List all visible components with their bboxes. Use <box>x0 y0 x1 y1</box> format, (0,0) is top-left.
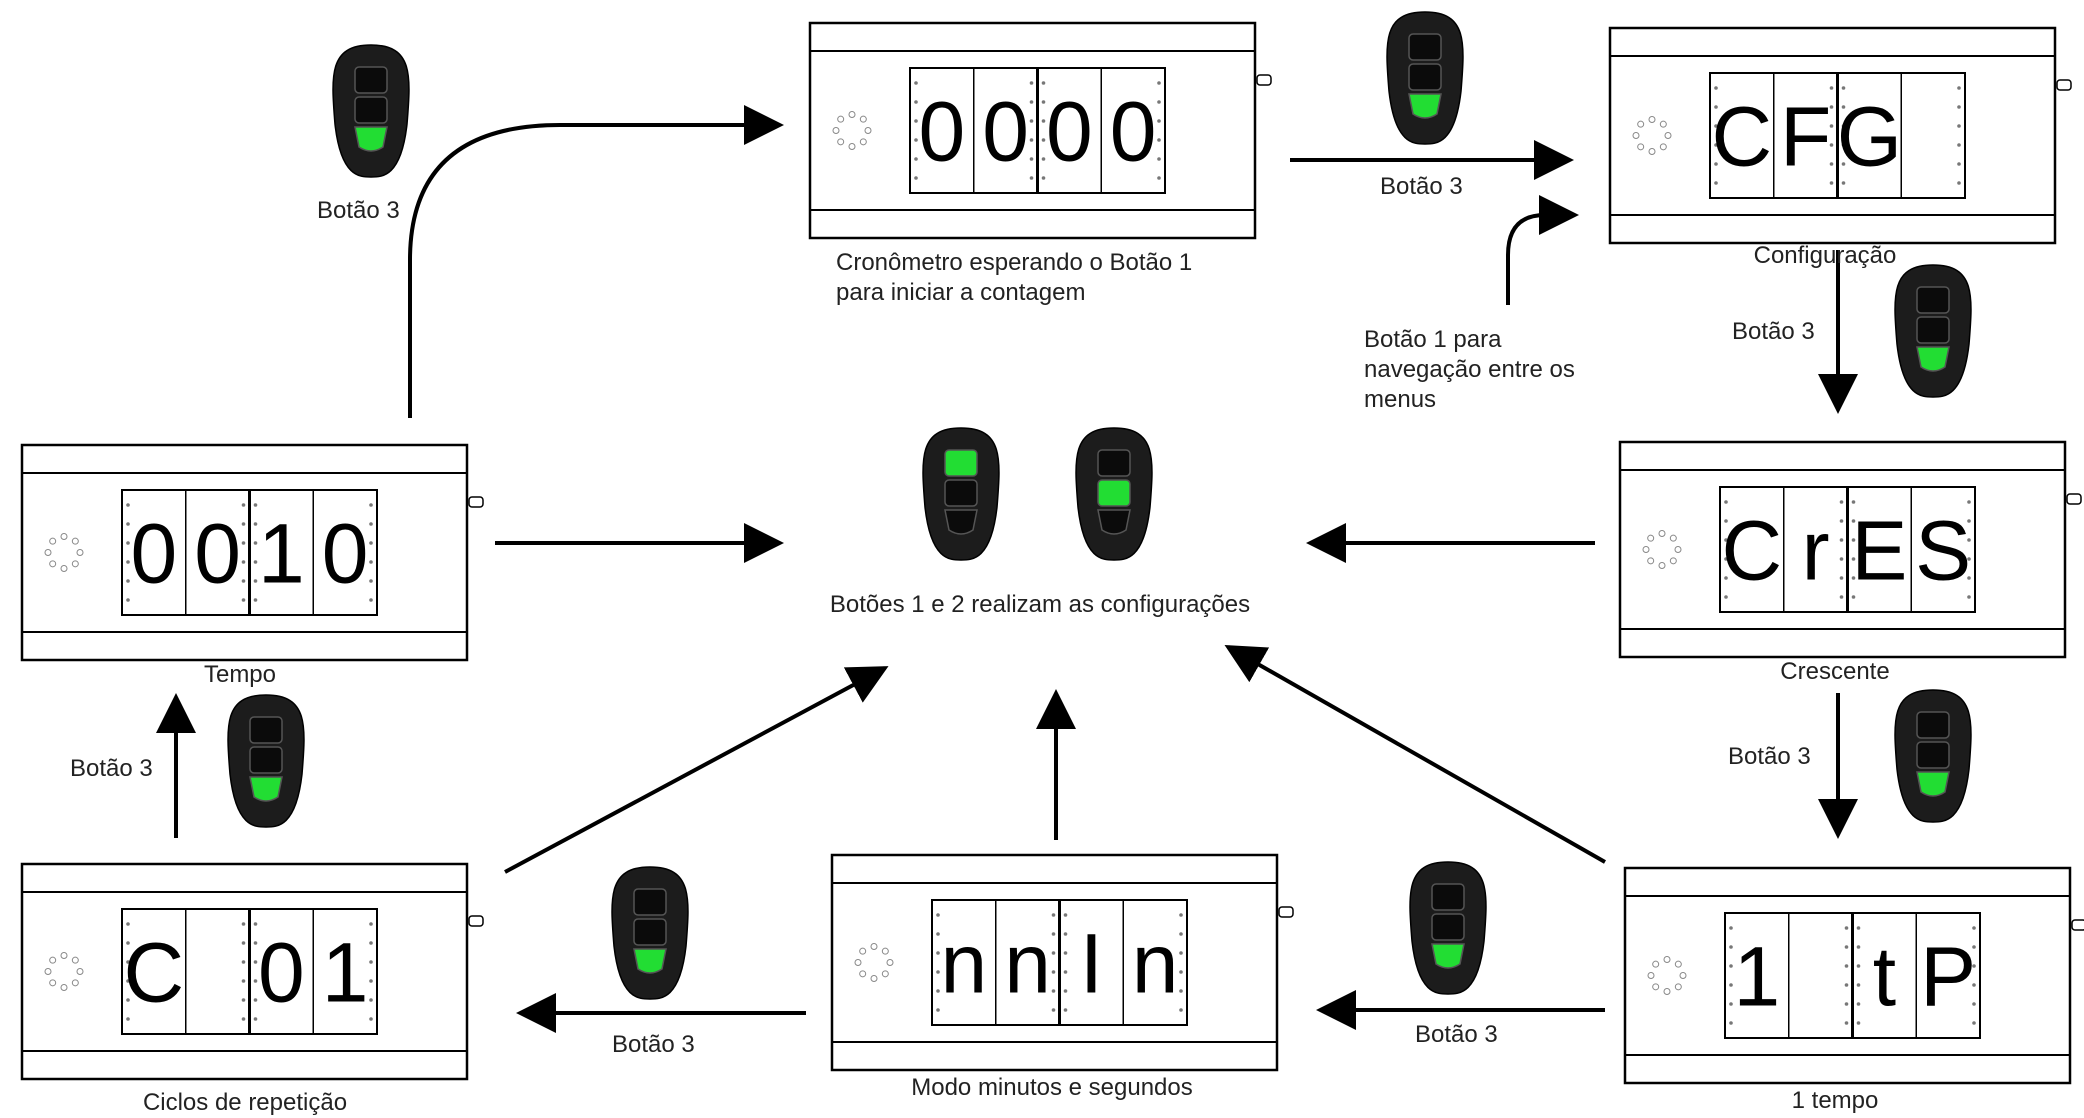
connector-tab <box>468 915 484 927</box>
remote-botao3-cres-tempo1-icon <box>1894 689 1972 823</box>
digit-1: 0 <box>982 85 1029 179</box>
digit-0: C <box>124 926 185 1020</box>
caption-timer: Cronômetro esperando o Botão 1 para inic… <box>836 249 1193 306</box>
connector-tab <box>468 496 484 508</box>
digit-2: t <box>1873 930 1896 1024</box>
digit-2: G <box>1837 90 1902 184</box>
digit-1: r <box>1802 504 1830 598</box>
digit-0: 0 <box>131 507 178 601</box>
label-botao3-top-left: Botão 3 <box>317 197 400 224</box>
remote-botao2-center-icon <box>1075 427 1153 561</box>
speaker-holes <box>44 533 84 572</box>
digit-0: C <box>1722 504 1783 598</box>
remote-botao1-center-icon <box>922 427 1000 561</box>
digit-0: n <box>941 917 988 1011</box>
connector-tab <box>1256 74 1272 86</box>
arrow-nav-loop <box>1506 195 1579 305</box>
connector-tab <box>1278 906 1294 918</box>
digit-1: n <box>1004 917 1051 1011</box>
digit-3: n <box>1132 917 1179 1011</box>
label-botao3-minsec-cycles: Botão 3 <box>612 1031 695 1058</box>
connector-arrows <box>156 105 1858 1033</box>
caption-tempo: Tempo <box>203 661 277 688</box>
digit-3: P <box>1920 930 1976 1024</box>
remote-botao3-cycles-tempo-icon <box>227 694 305 828</box>
remote-botao3-tempo1-minsec-icon <box>1409 861 1487 995</box>
speaker-holes <box>854 943 894 982</box>
speaker-holes <box>1632 116 1672 155</box>
digit-2: E <box>1851 504 1907 598</box>
digit-3: S <box>1915 504 1971 598</box>
digit-0: 0 <box>919 85 966 179</box>
digit-1: F <box>1780 90 1831 184</box>
digit-0: C <box>1712 90 1773 184</box>
label-botao3-cycles-tempo: Botão 3 <box>70 755 153 782</box>
digit-2: 0 <box>1046 85 1093 179</box>
speaker-holes <box>44 952 84 991</box>
caption-config: Configuração <box>1753 242 1897 269</box>
remote-botao3-timer-config-icon <box>1386 11 1464 145</box>
remote-botao3-minsec-cycles-icon <box>611 866 689 1000</box>
digit-3: 0 <box>322 507 369 601</box>
digit-2: 1 <box>258 507 305 601</box>
digit-2: 0 <box>258 926 305 1020</box>
caption-cycles: Ciclos de repetição <box>142 1089 348 1116</box>
label-center-note: Botões 1 e 2 realizam as configurações <box>829 591 1251 618</box>
remote-botao3-top-left-icon <box>332 44 410 178</box>
digit-3: 0 <box>1110 85 1157 179</box>
label-botao3-timer-config: Botão 3 <box>1380 173 1463 200</box>
label-botao3-cres-tempo1: Botão 3 <box>1728 743 1811 770</box>
caption-cres: Crescente <box>1780 658 1890 685</box>
speaker-holes <box>1647 956 1687 995</box>
caption-tempo1: 1 tempo <box>1791 1087 1879 1114</box>
digit-2: I <box>1080 917 1103 1011</box>
remote-botao3-config-cres-icon <box>1894 264 1972 398</box>
connector-tab <box>2066 493 2082 505</box>
label-botao3-tempo1-minsec: Botão 3 <box>1415 1021 1498 1048</box>
connector-tab <box>2056 79 2072 91</box>
label-botao3-config-cres: Botão 3 <box>1732 318 1815 345</box>
speaker-holes <box>1642 530 1682 569</box>
label-nav-note: Botão 1 para navegação entre os menus <box>1364 326 1575 413</box>
connector-tab <box>2071 919 2084 931</box>
digit-3: 1 <box>322 926 369 1020</box>
digit-1: 0 <box>194 507 241 601</box>
arrow-tempo1-to-center <box>1224 645 1606 864</box>
arrow-cycles-to-center <box>504 666 889 874</box>
digit-0: 1 <box>1734 930 1781 1024</box>
caption-minsec: Modo minutos e segundos <box>911 1074 1193 1101</box>
speaker-holes <box>832 111 872 150</box>
arrow-tempo-to-timer <box>408 105 784 418</box>
